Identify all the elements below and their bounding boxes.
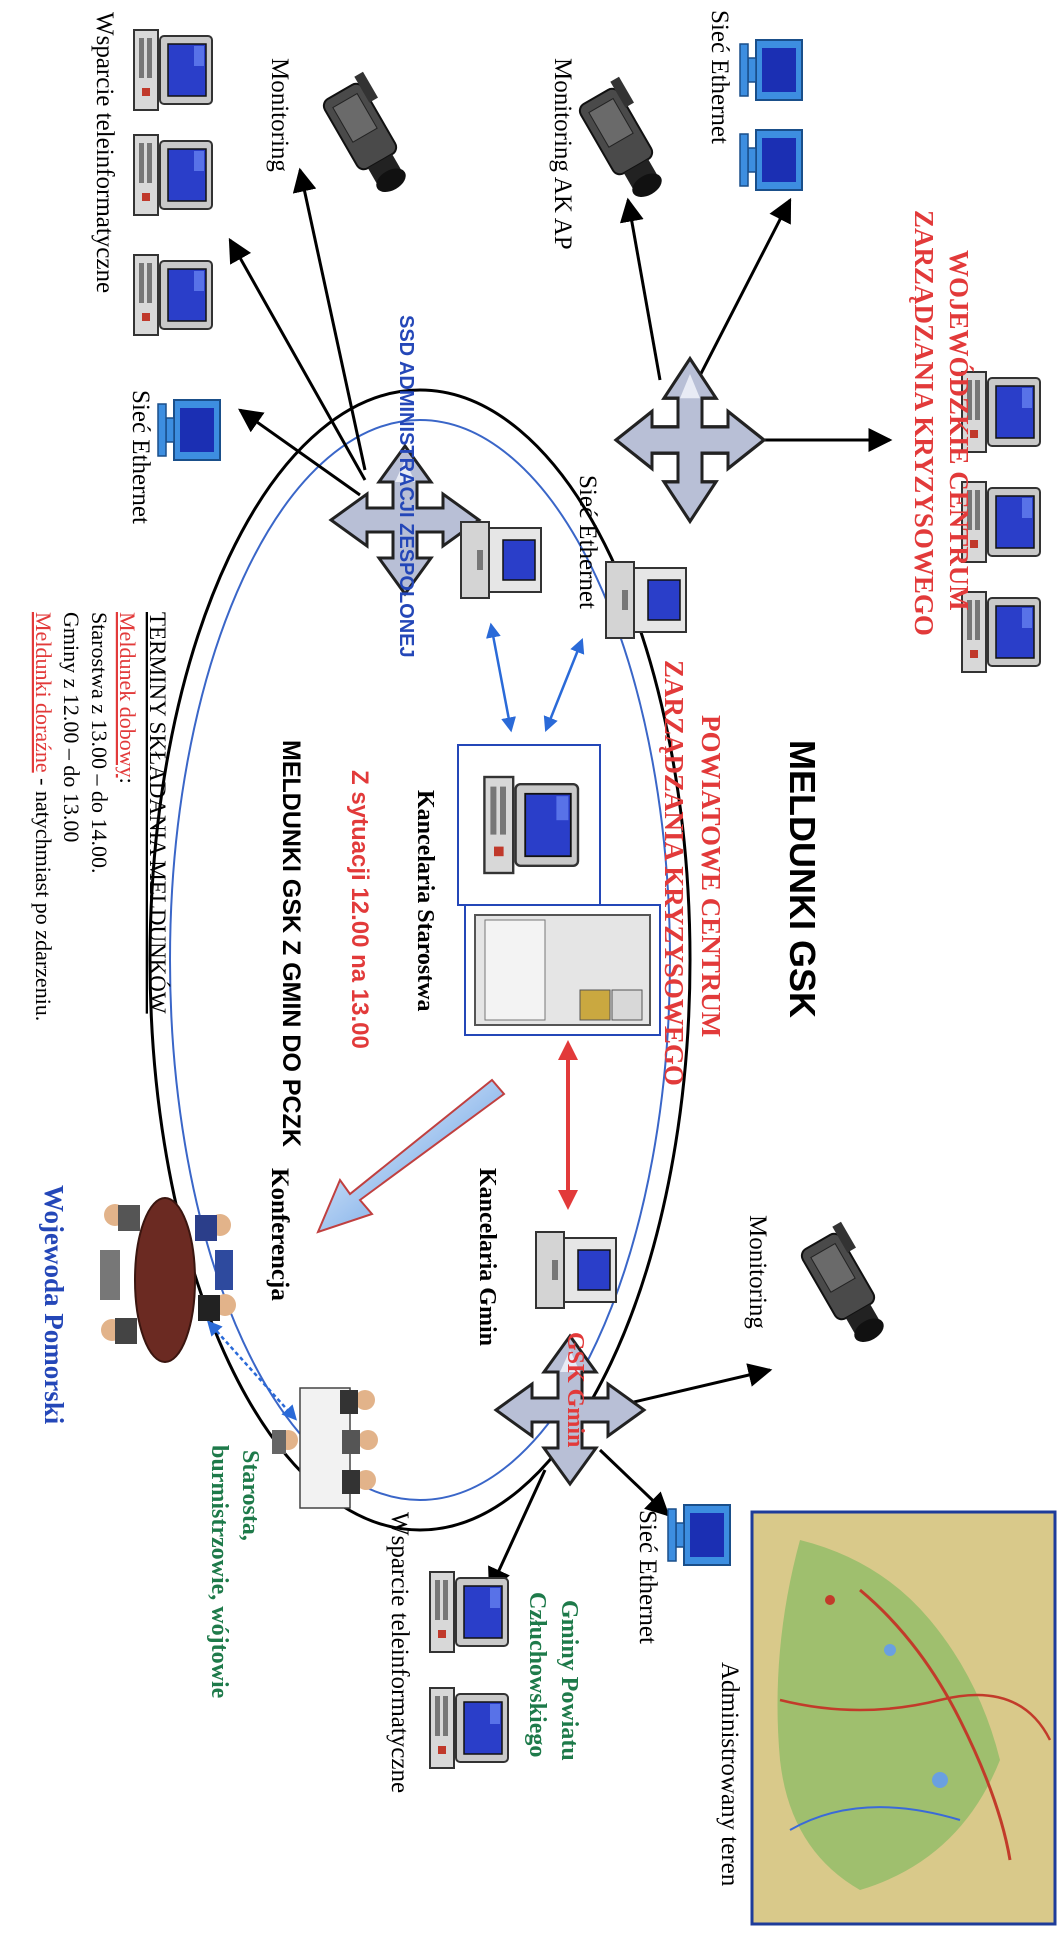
starosta-line2: burmistrzowie, wójtowie bbox=[206, 1445, 232, 1699]
siec-ethernet-right-label: Sieć Ethernet bbox=[634, 1510, 661, 1644]
gminy-time: Gminy z 12.00 – do 13.00 bbox=[59, 612, 84, 842]
meldunki-dorazne-label: Meldunki doraźne bbox=[31, 612, 56, 773]
desktop-computer-icon bbox=[133, 254, 213, 336]
desktop-computer-icon bbox=[157, 399, 221, 461]
orbit-inner bbox=[169, 419, 671, 1501]
tower-computer-icon bbox=[605, 561, 687, 639]
desktop-computer-icon bbox=[429, 1571, 509, 1653]
siec-ethernet-left-label: Sieć Ethernet bbox=[127, 390, 154, 524]
wojewoda-label: Wojewoda Pomorski bbox=[39, 1185, 69, 1425]
big-transfer-arrow bbox=[316, 1078, 506, 1234]
desktop-computer-icon bbox=[739, 39, 803, 101]
gminy-powiatu-line1: Gminy Powiatu bbox=[556, 1600, 582, 1761]
county-map-image bbox=[750, 1510, 1057, 1926]
konferencja-label: Konferencja bbox=[266, 1168, 293, 1301]
video-camera-icon bbox=[794, 1220, 901, 1351]
desktop-computer-icon bbox=[739, 129, 803, 191]
wczk-title-line2: ZARZĄDZANIA KRYZYSOWEGO bbox=[909, 210, 939, 636]
z-sytuacji-label: Z sytuacji 12.00 na 13.00 bbox=[346, 770, 373, 1049]
orbit-outer bbox=[148, 388, 692, 1532]
meldunek-dobowy-line: Meldunek dobowy: bbox=[115, 612, 140, 784]
desktop-computer-icon bbox=[667, 1504, 731, 1566]
meldunek-dobowy-colon: : bbox=[115, 778, 140, 784]
server-icon bbox=[464, 904, 661, 1036]
kancelaria-gmin-label: Kancelaria Gmin bbox=[474, 1168, 500, 1346]
starostwa-time: Starostwa z 13.00 – do 14.00. bbox=[87, 612, 112, 874]
tower-computer-icon bbox=[535, 1231, 617, 1309]
administrowany-teren-label: Administrowany teren bbox=[716, 1662, 743, 1887]
meldunek-dobowy-label: Meldunek dobowy bbox=[115, 612, 140, 778]
meldunki-gsk-gmin-title: MELDUNKI GSK Z GMIN DO PCZK bbox=[277, 740, 305, 1147]
pczk-workstation bbox=[457, 744, 601, 906]
desktop-computer-icon bbox=[133, 29, 213, 111]
conference-people-icon bbox=[100, 1197, 236, 1363]
gsk-gmin-label: GSK Gmin bbox=[562, 1332, 588, 1447]
monitoring-ak-ap-label: Monitoring AK AP bbox=[549, 58, 576, 250]
wsparcie-left-label: Wsparcie teleinformatyczne bbox=[91, 12, 118, 293]
terminy-title: TERMINY SKŁADANIA MELDUNKÓW bbox=[145, 612, 171, 1014]
monitoring-left-label: Monitoring bbox=[266, 58, 293, 172]
starosta-line1: Starosta, bbox=[237, 1450, 263, 1541]
blue-links bbox=[206, 622, 585, 1421]
network-hub-icon bbox=[614, 356, 766, 524]
pczk-title-line2: ZARZĄDZANIA KRYZYSOWEGO bbox=[659, 660, 689, 1086]
video-camera-icon bbox=[572, 75, 679, 206]
video-camera-icon bbox=[316, 70, 423, 201]
connection-lines bbox=[228, 167, 893, 1593]
gminy-powiatu-line2: Człuchowskiego bbox=[524, 1592, 550, 1757]
meldunki-dorazne-rest: - natychmiast po zdarzeniu. bbox=[31, 773, 56, 1022]
monitoring-right-label: Monitoring bbox=[744, 1215, 771, 1329]
wczk-title-line1: WOJEWÓDZKIE CENTRUM bbox=[944, 250, 974, 611]
meldunki-dorazne-line: Meldunki doraźne - natychmiast po zdarze… bbox=[31, 612, 56, 1021]
siec-ethernet-top-label: Sieć Ethernet bbox=[706, 10, 733, 144]
tower-computer-icon bbox=[460, 521, 542, 599]
meldunki-gsk-title: MELDUNKI GSK bbox=[782, 740, 823, 1018]
desktop-computer-icon bbox=[133, 134, 213, 216]
wsparcie-right-label: Wsparcie teleinformatyczne bbox=[386, 1512, 413, 1793]
pczk-title-line1: POWIATOWE CENTRUM bbox=[696, 715, 726, 1037]
conference-people-icon bbox=[272, 1387, 378, 1509]
kancelaria-starostwa-label: Kancelaria Starostwa bbox=[412, 790, 438, 1012]
siec-ethernet-center-label: Sieć Ethernet bbox=[574, 475, 601, 609]
ssd-label: SSD ADMINISTRACJI ZESPOLONEJ bbox=[395, 315, 417, 658]
desktop-computer-icon bbox=[429, 1687, 509, 1769]
